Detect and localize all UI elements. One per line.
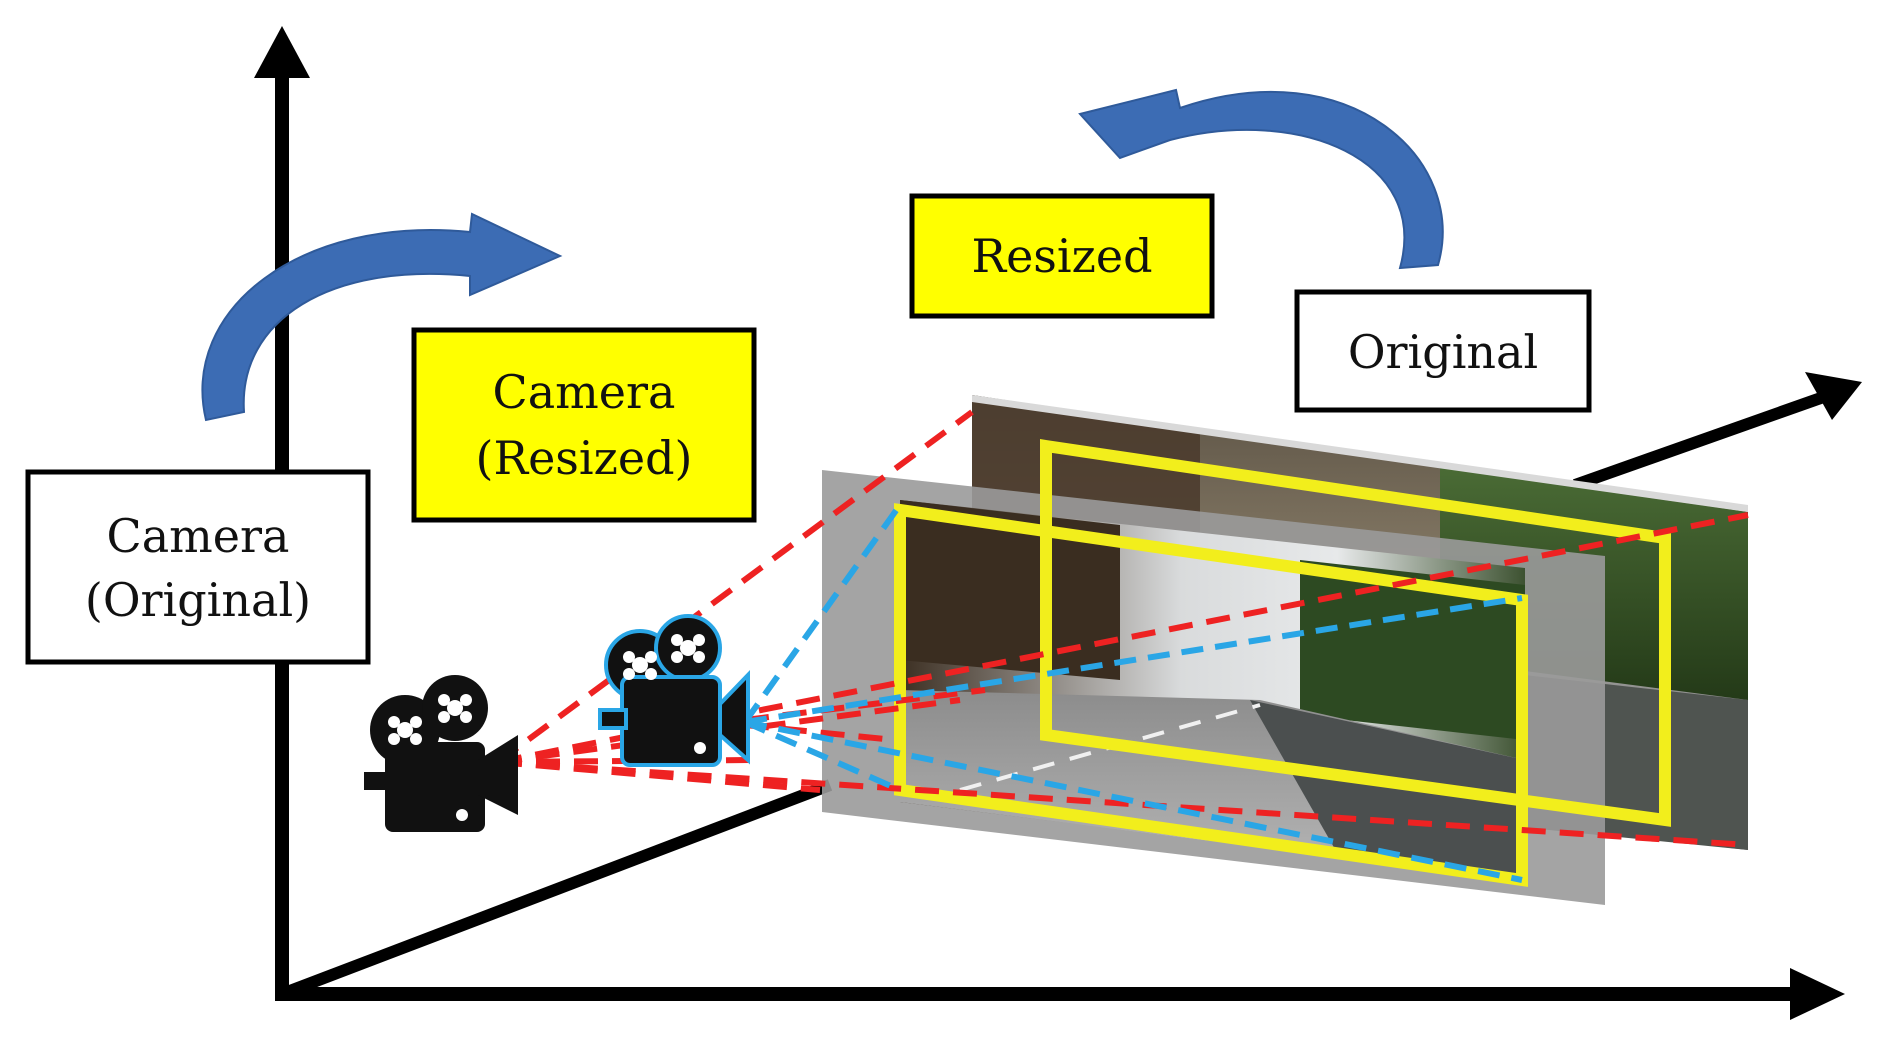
label-camera-resized: Camera (Resized) [411,327,757,523]
arrow-camera-to-resized [201,212,563,422]
camera-resized-line2: (Resized) [476,431,693,485]
x-axis-arrowhead [1790,968,1845,1020]
movie-camera-icon [598,614,750,767]
resized-frame-back [1040,439,1671,827]
camera-original-line2: (Original) [85,573,311,627]
z-axis-lower [279,779,833,1000]
resized-camera-frustum [742,503,1523,883]
label-box [1294,289,1592,413]
arrow-original-to-resized [1078,88,1444,270]
label-box [411,327,757,523]
camera-resized-icon [598,614,750,767]
label-box [909,193,1215,319]
y-axis-arrowhead [254,26,310,78]
z-axis-arrowhead [1805,372,1862,420]
curved-arrow-icon [1078,88,1444,270]
z-axis-upper [1572,387,1838,491]
camera-original-icon [364,675,518,832]
camera-original-line1: Camera [107,509,290,563]
label-camera-original: Camera (Original) [25,469,371,665]
resized-label: Resized [971,229,1152,283]
label-resized: Resized [909,193,1215,319]
label-box [25,469,371,665]
camera-resized-line1: Camera [493,365,676,419]
label-original: Original [1294,289,1592,413]
curved-arrow-icon [201,212,563,422]
original-label: Original [1348,325,1538,379]
